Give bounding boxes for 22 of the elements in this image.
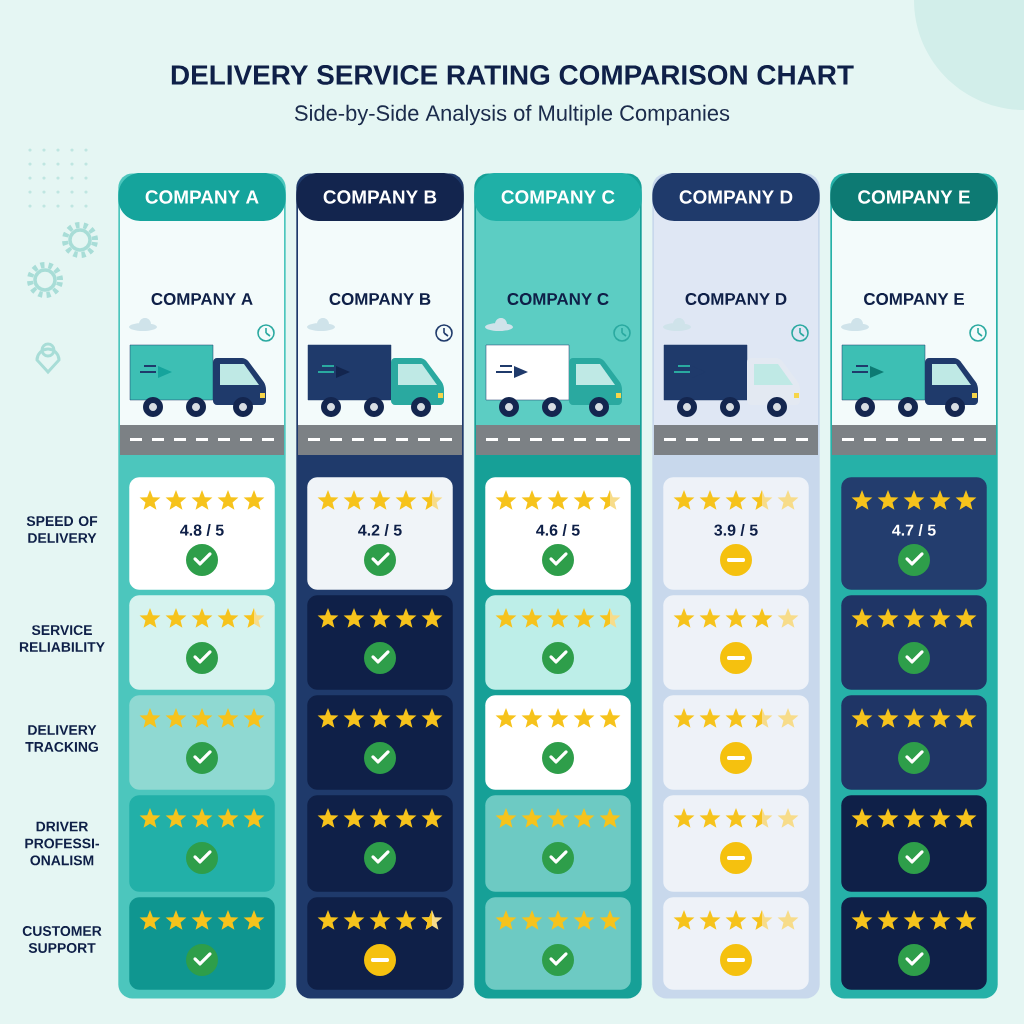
- company-name: COMPANY B: [329, 293, 431, 305]
- company-name: COMPANY E: [864, 293, 964, 305]
- subtitle: Side-by-Side Analysis of Multiple Companies: [294, 104, 730, 126]
- row-label: SERVICE RELIABILITY: [19, 625, 105, 652]
- row-label: SPEED OF DELIVERY: [26, 516, 98, 543]
- header-pill: COMPANY B: [296, 173, 464, 221]
- row-label: DRIVER PROFESSI- ONALISM: [25, 821, 100, 866]
- company-name: COMPANY A: [151, 293, 253, 305]
- header-pill: COMPANY E: [830, 173, 998, 221]
- rating-card: 4.8 / 5: [129, 477, 275, 590]
- rating-card: 4.7 / 5: [841, 477, 987, 590]
- company-name: COMPANY C: [507, 293, 609, 305]
- row-label: CUSTOMER SUPPORT: [22, 926, 102, 953]
- header-pill: COMPANY C: [474, 173, 642, 221]
- row-label: DELIVERY TRACKING: [25, 725, 98, 752]
- company-name: COMPANY D: [685, 293, 787, 305]
- title: DELIVERY SERVICE RATING COMPARISON CHART: [171, 65, 854, 85]
- rating-card: 3.9 / 5: [663, 477, 809, 590]
- rating-card: 4.6 / 5: [485, 477, 631, 590]
- header-pill: COMPANY A: [118, 173, 286, 221]
- header-pill: COMPANY D: [652, 173, 820, 221]
- rating-card: 4.2 / 5: [307, 477, 453, 590]
